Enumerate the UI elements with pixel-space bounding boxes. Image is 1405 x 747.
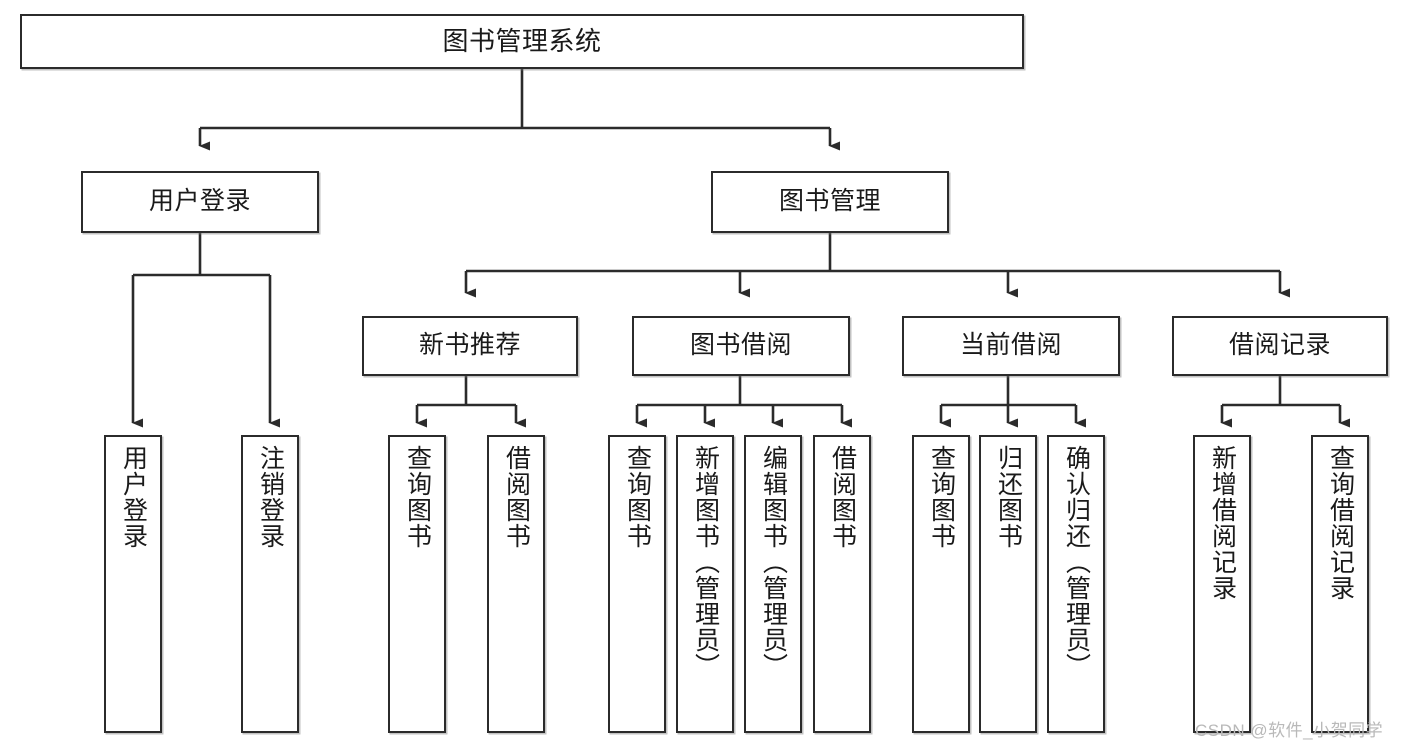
node-leaf-edit-book-label: 编辑图书（管理员） xyxy=(759,445,788,679)
node-leaf-query-book-1-label: 查询图书 xyxy=(403,445,432,549)
node-leaf-return-book[interactable]: 归还图书 xyxy=(979,435,1037,733)
node-leaf-add-record-label: 新增借阅记录 xyxy=(1208,445,1237,601)
node-root-system[interactable]: 图书管理系统 xyxy=(20,14,1024,69)
node-leaf-edit-book[interactable]: 编辑图书（管理员） xyxy=(744,435,802,733)
node-leaf-logout[interactable]: 注销登录 xyxy=(241,435,299,733)
node-user-login-label: 用户登录 xyxy=(148,187,251,216)
node-leaf-borrow-book-1-label: 借阅图书 xyxy=(502,445,531,549)
node-leaf-query-book-3[interactable]: 查询图书 xyxy=(912,435,970,733)
node-new-book-recommend[interactable]: 新书推荐 xyxy=(362,316,578,376)
node-leaf-logout-label: 注销登录 xyxy=(256,445,285,549)
node-leaf-confirm-return-label: 确认归还（管理员） xyxy=(1062,445,1091,679)
node-borrow-record-label: 借阅记录 xyxy=(1228,331,1331,360)
node-book-borrow[interactable]: 图书借阅 xyxy=(632,316,850,376)
node-leaf-query-book-3-label: 查询图书 xyxy=(927,445,956,549)
node-leaf-query-book-1[interactable]: 查询图书 xyxy=(388,435,446,733)
node-leaf-add-book[interactable]: 新增图书（管理员） xyxy=(676,435,734,733)
node-book-borrow-label: 图书借阅 xyxy=(689,331,792,360)
node-leaf-query-book-2-label: 查询图书 xyxy=(623,445,652,549)
node-leaf-user-login-label: 用户登录 xyxy=(119,445,148,549)
node-book-manage-label: 图书管理 xyxy=(778,187,881,216)
node-leaf-borrow-book-1[interactable]: 借阅图书 xyxy=(487,435,545,733)
node-leaf-return-book-label: 归还图书 xyxy=(994,445,1023,549)
node-book-manage[interactable]: 图书管理 xyxy=(711,171,949,233)
node-borrow-record[interactable]: 借阅记录 xyxy=(1172,316,1388,376)
node-leaf-borrow-book-2[interactable]: 借阅图书 xyxy=(813,435,871,733)
node-current-borrow[interactable]: 当前借阅 xyxy=(902,316,1120,376)
csdn-watermark: CSDN @软件_小贺同学 xyxy=(1195,721,1384,740)
node-leaf-user-login[interactable]: 用户登录 xyxy=(104,435,162,733)
node-leaf-confirm-return[interactable]: 确认归还（管理员） xyxy=(1047,435,1105,733)
node-leaf-query-book-2[interactable]: 查询图书 xyxy=(608,435,666,733)
node-leaf-add-record[interactable]: 新增借阅记录 xyxy=(1193,435,1251,733)
node-new-book-recommend-label: 新书推荐 xyxy=(418,331,521,360)
node-current-borrow-label: 当前借阅 xyxy=(959,331,1062,360)
node-leaf-borrow-book-2-label: 借阅图书 xyxy=(828,445,857,549)
node-root-system-label: 图书管理系统 xyxy=(442,26,602,57)
node-leaf-add-book-label: 新增图书（管理员） xyxy=(691,445,720,679)
node-leaf-query-record[interactable]: 查询借阅记录 xyxy=(1311,435,1369,733)
node-leaf-query-record-label: 查询借阅记录 xyxy=(1326,445,1355,601)
node-user-login[interactable]: 用户登录 xyxy=(81,171,319,233)
